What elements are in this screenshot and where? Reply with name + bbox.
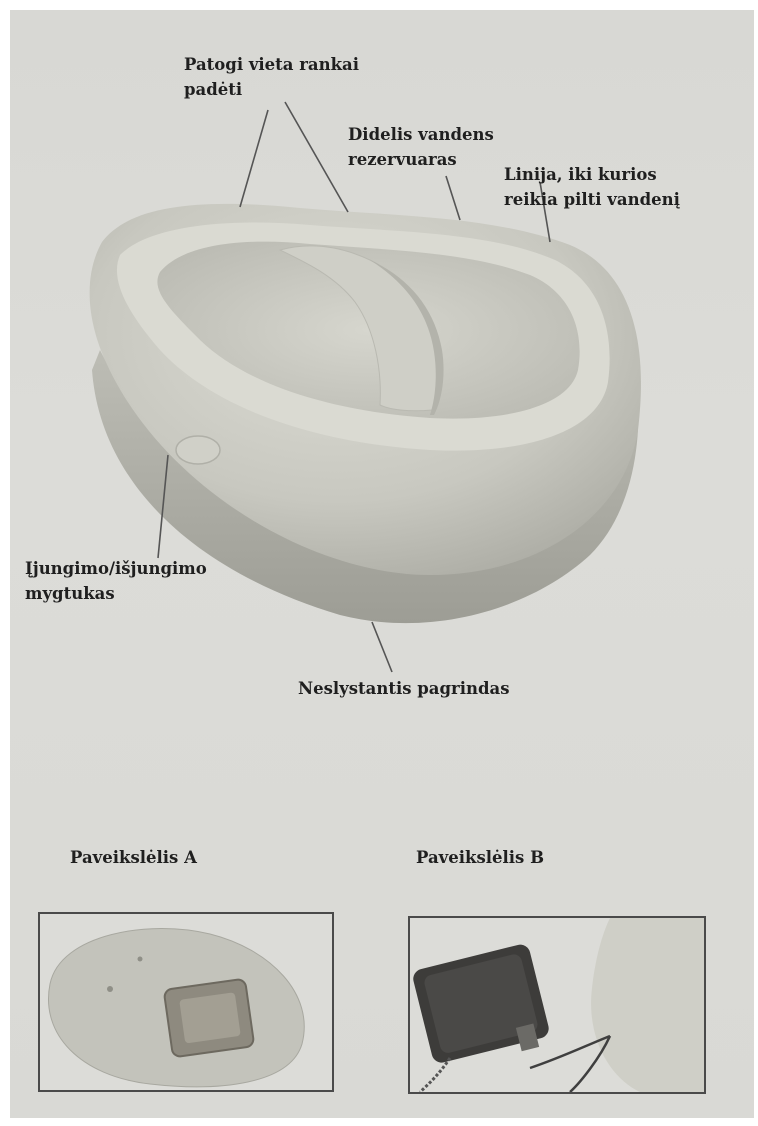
callout-base: Neslystantis pagrindas bbox=[298, 676, 510, 701]
screw bbox=[138, 957, 143, 962]
instruction-page: Patogi vieta rankai padėti Didelis vande… bbox=[10, 10, 754, 1118]
adapter-cord bbox=[420, 1058, 450, 1092]
compartment-slot bbox=[179, 992, 241, 1043]
device-edge bbox=[591, 918, 704, 1092]
figure-b-caption: Paveikslėlis B bbox=[416, 848, 544, 867]
figure-a-photo bbox=[38, 912, 334, 1092]
figure-b-photo bbox=[408, 916, 706, 1094]
figure-a-caption: Paveikslėlis A bbox=[70, 848, 197, 867]
callout-hand-rest: Patogi vieta rankai padėti bbox=[184, 52, 359, 102]
power-cord bbox=[530, 1036, 610, 1092]
power-adapter bbox=[411, 943, 553, 1073]
power-button[interactable] bbox=[176, 436, 220, 464]
callout-fill-line: Linija, iki kurios reikia pilti vandenį bbox=[504, 162, 680, 212]
callout-power-button: Įjungimo/išjungimo mygtukas bbox=[25, 556, 207, 606]
screw bbox=[107, 986, 113, 992]
callout-reservoir: Didelis vandens rezervuaras bbox=[348, 122, 494, 172]
